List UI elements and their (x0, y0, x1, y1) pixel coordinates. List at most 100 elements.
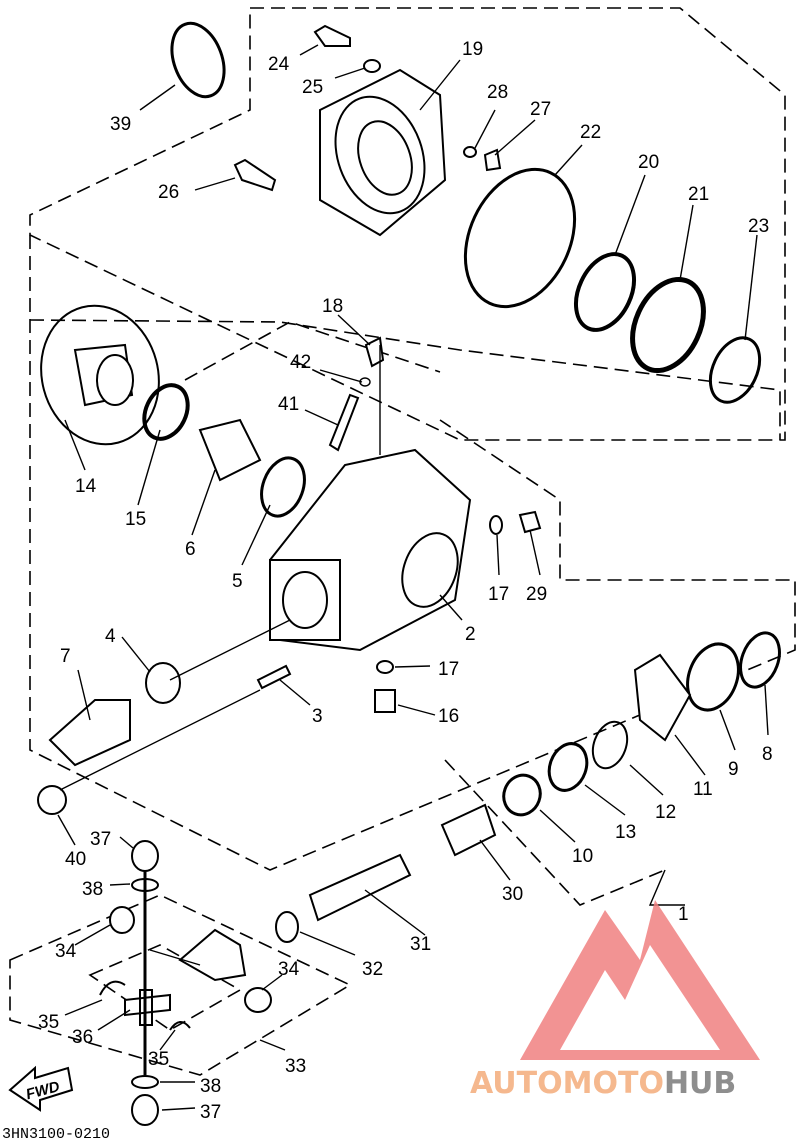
circlip-32 (275, 911, 299, 943)
callout-13: 13 (615, 822, 636, 843)
bearing-4 (145, 662, 181, 704)
callout-labels: 39 24 25 19 28 27 22 20 21 23 26 18 42 4… (38, 39, 773, 1123)
callout-2: 2 (465, 624, 476, 645)
logo-triangle-icon (520, 900, 760, 1060)
callout-33: 33 (285, 1056, 306, 1077)
oil-seal-8 (739, 631, 781, 689)
callout-4: 4 (105, 626, 116, 647)
callout-17-upper: 17 (488, 584, 509, 605)
breather-18 (364, 336, 385, 368)
callout-18: 18 (322, 296, 343, 317)
bearing-21 (630, 276, 706, 374)
drive-shaft-31 (308, 853, 412, 922)
callout-9: 9 (728, 759, 739, 780)
oil-seal-13 (547, 742, 589, 792)
bearing-40 (37, 785, 67, 815)
pinion-gear-7 (48, 699, 131, 767)
bolt-24 (313, 24, 351, 47)
callout-36: 36 (72, 1027, 93, 1048)
callout-8: 8 (762, 744, 773, 765)
callout-1: 1 (678, 904, 689, 925)
circlip-35b (169, 1021, 191, 1031)
o-ring-39 (170, 21, 226, 99)
bearing-cup-37b (131, 1094, 159, 1126)
bearing-9 (686, 642, 740, 712)
parts-drawings (37, 21, 781, 1126)
callout-35-left: 35 (38, 1012, 59, 1033)
callout-32: 32 (362, 959, 383, 980)
callout-41: 41 (278, 394, 299, 415)
callout-30: 30 (502, 884, 523, 905)
callout-16: 16 (438, 706, 459, 727)
callout-19: 19 (462, 39, 483, 60)
diagram-code: 3HN3100-0210 (2, 1126, 110, 1141)
plug-29 (518, 510, 542, 534)
bearing-cup-34b (244, 987, 272, 1013)
callout-12: 12 (655, 802, 676, 823)
plug-27 (483, 148, 502, 172)
plug-16 (374, 689, 396, 713)
callout-35-right: 35 (148, 1049, 169, 1070)
bushing-10 (502, 773, 542, 817)
callout-24: 24 (268, 54, 290, 75)
callout-20: 20 (638, 152, 659, 173)
universal-joint-yoke-33 (178, 928, 247, 982)
bearing-housing-19 (319, 68, 447, 237)
o-ring-12 (591, 720, 629, 770)
callout-37-bottom: 37 (200, 1102, 221, 1123)
bearing-cup-37a (131, 840, 159, 872)
callout-10: 10 (572, 846, 593, 867)
callout-39: 39 (110, 114, 131, 135)
callout-34-right: 34 (278, 959, 300, 980)
o-ring-22 (463, 167, 577, 309)
bearing-retainer-11 (633, 653, 692, 742)
callout-38-top: 38 (82, 879, 103, 900)
callout-34-left: 34 (55, 941, 77, 962)
callout-17-lower: 17 (438, 659, 459, 680)
callout-25: 25 (302, 77, 323, 98)
callout-15: 15 (125, 509, 146, 530)
circlip-35a (99, 980, 126, 996)
gear-case-2 (268, 448, 472, 652)
callout-5: 5 (232, 571, 243, 592)
stud-bolt-3 (256, 664, 292, 690)
callout-7: 7 (60, 646, 71, 667)
callout-37-top: 37 (90, 829, 111, 850)
circlip-38b (131, 1075, 159, 1089)
callout-38-bottom: 38 (200, 1076, 221, 1097)
leader-lines (57, 44, 769, 1111)
ring-gear-14 (40, 304, 160, 446)
pin-41 (328, 393, 360, 452)
callout-31: 31 (410, 934, 431, 955)
callout-23: 23 (748, 216, 769, 237)
watermark-text: AUTOMOTOHUB (470, 1066, 736, 1101)
callout-11: 11 (693, 779, 713, 800)
callout-21: 21 (688, 184, 709, 205)
callout-14: 14 (75, 476, 97, 497)
washer-25 (363, 59, 381, 73)
bearing-cup-34a (109, 906, 135, 934)
shim-20 (573, 252, 637, 332)
washer-17a (489, 515, 503, 535)
bearing-6 (198, 418, 262, 482)
washer-28 (463, 146, 477, 158)
bolt-26 (233, 158, 277, 192)
callout-42: 42 (290, 352, 311, 373)
callout-3: 3 (312, 706, 323, 727)
automotohub-logo: AUTOMOTOHUB (470, 900, 760, 1101)
fwd-arrow-icon: FWD (8, 1065, 74, 1112)
shim-15 (142, 383, 190, 441)
callout-40: 40 (65, 849, 86, 870)
oil-seal-23 (708, 336, 762, 404)
callout-6: 6 (185, 539, 196, 560)
oil-seal-5 (260, 456, 306, 518)
callout-28: 28 (487, 82, 508, 103)
callout-29: 29 (526, 584, 547, 605)
collar-30 (440, 803, 497, 857)
washer-17b (376, 660, 394, 674)
callout-22: 22 (580, 122, 601, 143)
universal-joint-spider-36 (124, 989, 171, 1026)
callout-27: 27 (530, 99, 551, 120)
callout-26: 26 (158, 182, 179, 203)
